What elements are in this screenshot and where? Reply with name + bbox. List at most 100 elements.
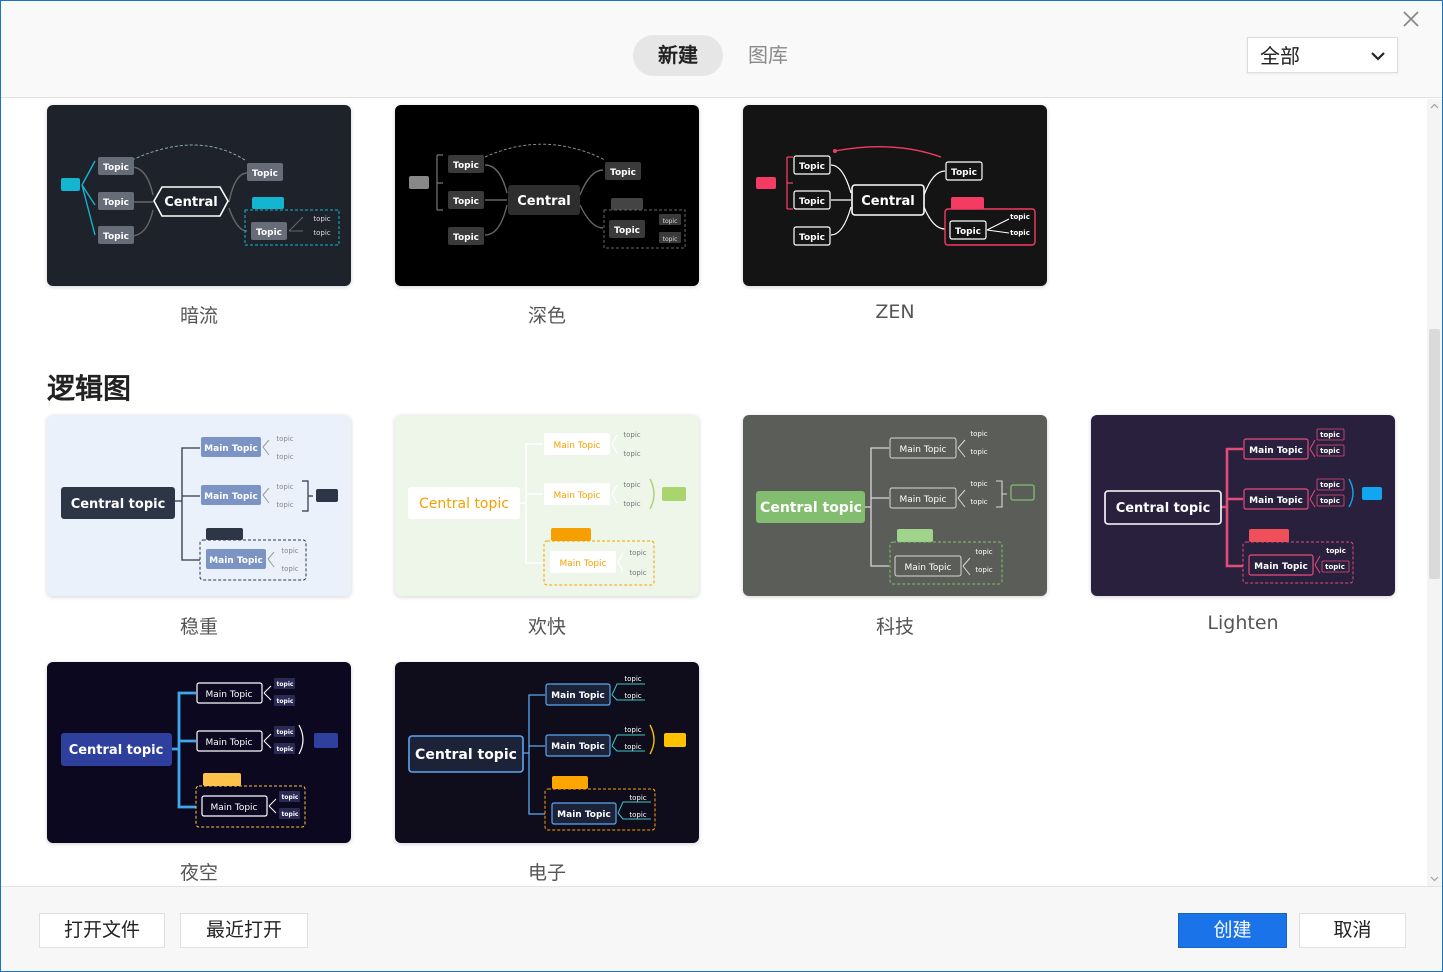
preview-subtopic-text: topic bbox=[277, 729, 294, 736]
template-card-zen[interactable]: Topic Topic Topic Central Topic Topic to… bbox=[743, 105, 1047, 286]
preview-central-text: Central topic bbox=[1116, 501, 1211, 516]
preview-main-topic-text: Main Topic bbox=[206, 690, 253, 700]
preview-topic-text: Topic bbox=[799, 197, 825, 207]
template-card-huankuai[interactable]: Central topic Main Topic topic topic Mai… bbox=[395, 415, 699, 596]
preview-main-topic-text: Main Topic bbox=[204, 444, 258, 454]
template-card-dianzi[interactable]: Central topic Main Topic topic topic Mai… bbox=[395, 662, 699, 843]
preview-subtopic-text: topic bbox=[624, 675, 641, 683]
preview-topic-text: Topic bbox=[453, 233, 479, 243]
dialog-header: 新建 图库 全部 bbox=[1, 1, 1442, 98]
template-label-keji: 科技 bbox=[875, 616, 914, 638]
preview-subtopic-text: topic bbox=[624, 726, 641, 734]
category-filter-select[interactable]: 全部 bbox=[1247, 37, 1398, 73]
preview-subtopic-text: topic bbox=[313, 215, 330, 223]
preview-subtopic-text: topic bbox=[276, 501, 293, 509]
template-card-yekong[interactable]: Central topic Main Topic topic topic Mai… bbox=[47, 662, 351, 843]
preview-subtopic-text: topic bbox=[276, 435, 293, 443]
preview-subtopic-text: topic bbox=[1325, 563, 1345, 571]
template-label-yekong: 夜空 bbox=[179, 862, 218, 884]
preview-topic-text: Topic bbox=[453, 197, 479, 207]
preview-main-topic-text: Main Topic bbox=[206, 738, 253, 748]
preview-main-topic-text: Main Topic bbox=[560, 559, 607, 569]
preview-main-topic-text: Main Topic bbox=[1254, 562, 1308, 572]
template-label-anliu: 暗流 bbox=[179, 305, 218, 327]
preview-subtopic-text: topic bbox=[624, 743, 641, 751]
preview-topic-text: Topic bbox=[252, 169, 278, 179]
recent-files-button[interactable]: 最近打开 bbox=[180, 913, 308, 948]
preview-subtopic-text: topic bbox=[970, 498, 987, 506]
scroll-down-icon[interactable] bbox=[1430, 874, 1439, 883]
template-label-dianzi: 电子 bbox=[527, 862, 566, 884]
preview-subtopic-text: topic bbox=[1010, 213, 1030, 221]
preview-subtopic-text: topic bbox=[663, 236, 678, 243]
preview-subtopic-text: topic bbox=[970, 480, 987, 488]
section-title-logic: 逻辑图 bbox=[47, 372, 132, 405]
preview-subtopic-text: topic bbox=[282, 794, 299, 801]
dialog-footer: 打开文件 最近打开 创建 取消 bbox=[1, 886, 1442, 971]
preview-main-topic-text: Main Topic bbox=[209, 556, 263, 566]
scroll-thumb[interactable] bbox=[1429, 329, 1440, 579]
preview-subtopic-text: topic bbox=[975, 548, 992, 556]
preview-subtopic-text: topic bbox=[623, 431, 640, 439]
preview-subtopic-text: topic bbox=[1326, 547, 1346, 555]
create-button[interactable]: 创建 bbox=[1178, 913, 1287, 948]
preview-topic-text: Topic bbox=[799, 233, 825, 243]
template-card-shense[interactable]: Topic Topic Topic Central Topic Topic to… bbox=[395, 105, 699, 286]
preview-main-topic-text: Main Topic bbox=[554, 441, 601, 451]
template-card-wenzhong[interactable]: Central topic Main Topic topic topic Mai… bbox=[47, 415, 351, 596]
preview-subtopic-text: topic bbox=[277, 746, 294, 753]
preview-central-text: Central topic bbox=[71, 497, 166, 512]
preview-subtopic-text: topic bbox=[629, 811, 646, 819]
open-file-button[interactable]: 打开文件 bbox=[39, 913, 165, 948]
preview-main-topic-text: Main Topic bbox=[204, 492, 258, 502]
preview-main-topic-text: Main Topic bbox=[900, 445, 947, 455]
template-card-keji[interactable]: Central topic Main Topic topic topic Mai… bbox=[743, 415, 1047, 596]
template-card-anliu[interactable]: Topic Topic Topic Central Topic Topic to… bbox=[47, 105, 351, 286]
template-label-wenzhong: 稳重 bbox=[179, 616, 218, 638]
preview-central-text: Central bbox=[517, 194, 570, 209]
preview-central-text: Central topic bbox=[415, 747, 517, 763]
preview-subtopic-text: topic bbox=[629, 794, 646, 802]
preview-subtopic-text: topic bbox=[281, 565, 298, 573]
template-card-lighten[interactable]: Central topic Main Topic topic topic Mai… bbox=[1091, 415, 1395, 596]
template-label-shense: 深色 bbox=[527, 305, 566, 327]
preview-topic-text: Topic bbox=[610, 168, 636, 178]
cancel-button[interactable]: 取消 bbox=[1299, 913, 1406, 948]
preview-subtopic-text: topic bbox=[313, 229, 330, 237]
preview-subtopic-text: topic bbox=[277, 681, 294, 688]
preview-subtopic-text: topic bbox=[623, 481, 640, 489]
preview-central-text: Central topic bbox=[69, 743, 164, 758]
preview-topic-text: Topic bbox=[799, 162, 825, 172]
preview-subtopic-text: topic bbox=[663, 218, 678, 225]
preview-subtopic-text: topic bbox=[281, 547, 298, 555]
template-label-huankuai: 欢快 bbox=[527, 616, 566, 638]
preview-main-topic-text: Main Topic bbox=[1249, 446, 1303, 456]
preview-topic-text: Topic bbox=[955, 227, 981, 237]
preview-subtopic-text: topic bbox=[1320, 431, 1340, 439]
preview-topic-text: Topic bbox=[453, 161, 479, 171]
preview-subtopic-text: topic bbox=[629, 569, 646, 577]
preview-subtopic-text: topic bbox=[1320, 481, 1340, 489]
preview-subtopic-text: topic bbox=[975, 566, 992, 574]
preview-subtopic-text: topic bbox=[276, 483, 293, 491]
preview-main-topic-text: Main Topic bbox=[900, 495, 947, 505]
preview-subtopic-text: topic bbox=[970, 430, 987, 438]
preview-main-topic-text: Main Topic bbox=[905, 563, 952, 573]
preview-subtopic-text: topic bbox=[970, 448, 987, 456]
preview-topic-text: Topic bbox=[614, 226, 640, 236]
close-icon[interactable] bbox=[1399, 7, 1423, 31]
content-scrollbar[interactable] bbox=[1427, 99, 1442, 886]
preview-main-topic-text: Main Topic bbox=[551, 691, 605, 701]
scroll-up-icon[interactable] bbox=[1430, 102, 1439, 111]
preview-topic-text: Topic bbox=[951, 168, 977, 178]
preview-central-text: Central topic bbox=[760, 500, 862, 516]
tab-new[interactable]: 新建 bbox=[633, 35, 723, 76]
preview-subtopic-text: topic bbox=[1320, 497, 1340, 505]
preview-topic-text: Topic bbox=[103, 232, 129, 242]
preview-subtopic-text: topic bbox=[277, 698, 294, 705]
preview-subtopic-text: topic bbox=[282, 811, 299, 818]
tab-gallery[interactable]: 图库 bbox=[748, 43, 788, 67]
preview-subtopic-text: topic bbox=[276, 453, 293, 461]
template-label-zen: ZEN bbox=[875, 301, 915, 323]
template-list: Topic Topic Topic Central Topic Topic to… bbox=[1, 99, 1427, 886]
